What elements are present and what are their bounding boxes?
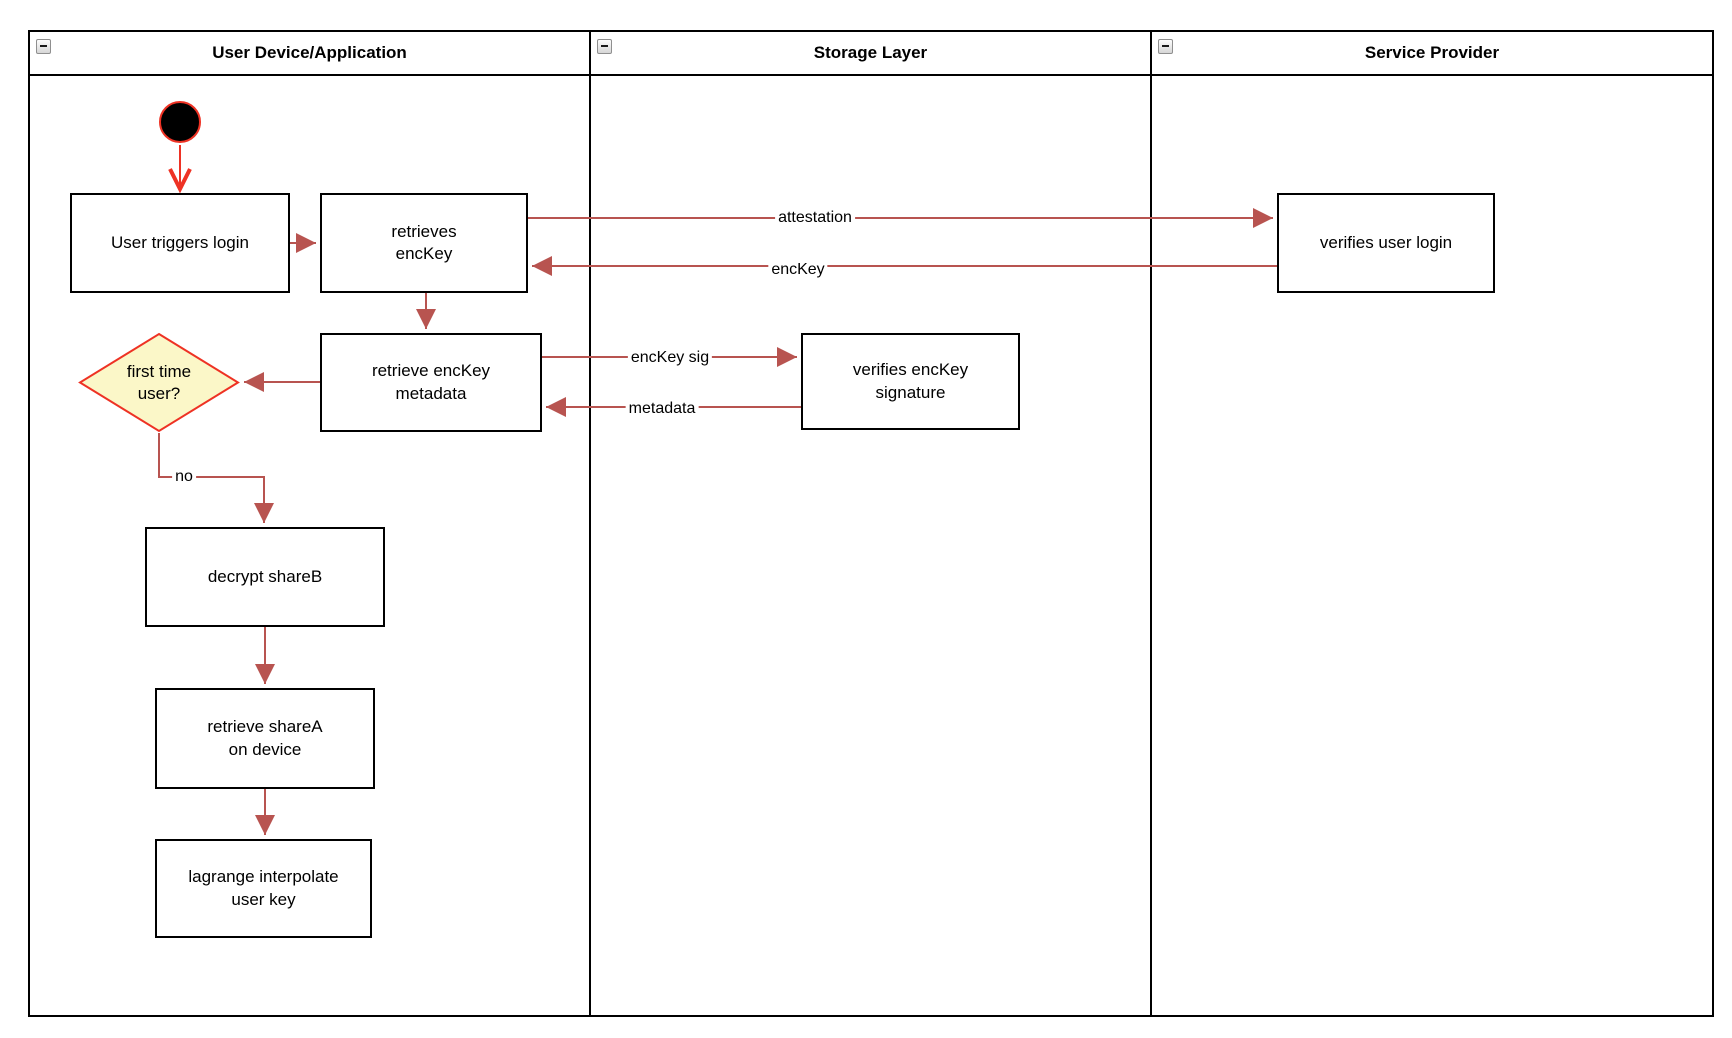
decision-first-time-user[interactable]: first time user? [78, 332, 240, 433]
lane-header-user-device[interactable]: User Device/Application [30, 32, 589, 76]
lane-storage-layer: Storage Layer [589, 32, 1150, 1015]
lane-header-storage-layer[interactable]: Storage Layer [591, 32, 1150, 76]
lane-title: Storage Layer [813, 43, 928, 62]
node-label: verifies encKey signature [852, 360, 969, 402]
node-label: lagrange interpolate user key [188, 867, 339, 909]
lane-service-provider: Service Provider [1150, 32, 1712, 1015]
edge-label-attestation: attestation [775, 209, 855, 227]
minus-icon [601, 45, 608, 47]
activity-retrieve-sharea[interactable]: retrieve shareA on device [155, 688, 375, 789]
edge-label-metadata: metadata [625, 400, 699, 418]
activity-lagrange-interpolate[interactable]: lagrange interpolate user key [155, 839, 372, 938]
activity-verifies-user-login[interactable]: verifies user login [1277, 193, 1495, 293]
collapse-button[interactable] [36, 39, 51, 54]
node-label: decrypt shareB [207, 566, 323, 586]
collapse-button[interactable] [597, 39, 612, 54]
initial-state-node[interactable] [159, 101, 201, 143]
lane-title: User Device/Application [212, 43, 407, 62]
node-label: first time user? [126, 362, 192, 403]
edge-label-enckey: encKey [768, 261, 828, 279]
diamond-shape [78, 332, 240, 433]
lane-header-service-provider[interactable]: Service Provider [1152, 32, 1712, 76]
activity-retrieve-enckey-metadata[interactable]: retrieve encKey metadata [320, 333, 542, 432]
node-label: User triggers login [111, 232, 249, 252]
node-label: retrieve shareA on device [207, 717, 323, 759]
edge-no-branch[interactable] [158, 433, 274, 523]
edge-label-enckey-sig: encKey sig [627, 349, 713, 367]
activity-retrieves-enckey[interactable]: retrieves encKey [320, 193, 528, 293]
collapse-button[interactable] [1158, 39, 1173, 54]
lane-title: Service Provider [1364, 43, 1500, 62]
activity-user-triggers-login[interactable]: User triggers login [70, 193, 290, 293]
node-label: verifies user login [1319, 232, 1453, 252]
minus-icon [1162, 45, 1169, 47]
edge-label-no: no [172, 468, 196, 486]
node-label: retrieves encKey [391, 221, 457, 263]
lane-user-device: User Device/Application [30, 32, 589, 1015]
minus-icon [40, 45, 47, 47]
activity-decrypt-shareb[interactable]: decrypt shareB [145, 527, 385, 627]
activity-verifies-enckey-signature[interactable]: verifies encKey signature [801, 333, 1020, 430]
node-label: retrieve encKey metadata [371, 361, 491, 403]
